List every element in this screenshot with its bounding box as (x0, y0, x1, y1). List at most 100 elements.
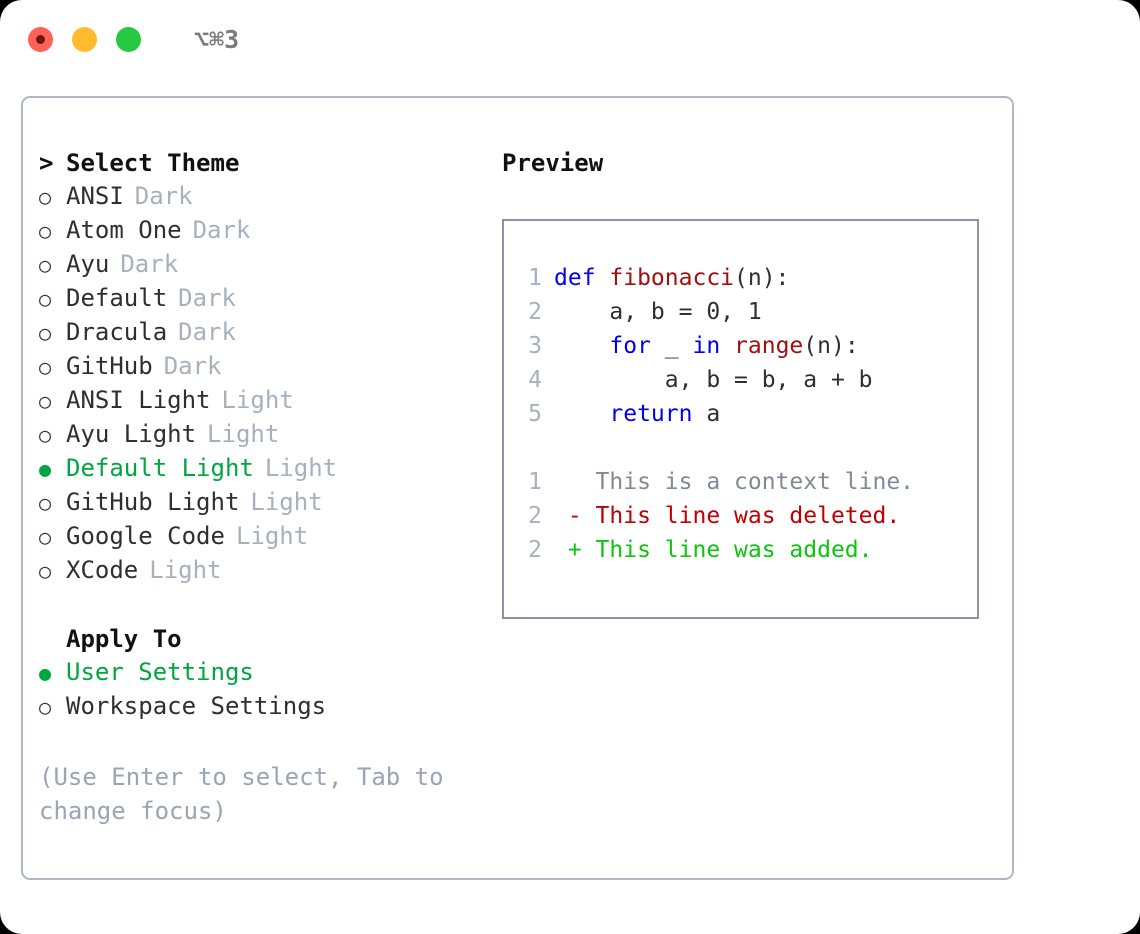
code-token: (n): (734, 265, 790, 291)
theme-variant-label: Dark (134, 182, 193, 210)
apply-to-item-label: User Settings (66, 658, 254, 686)
diff-line: 1 This is a context line. (518, 469, 977, 503)
code-token: range (734, 333, 804, 359)
preview-title: Preview (502, 149, 604, 177)
theme-name-label: Default (66, 284, 168, 312)
theme-name-label: Ayu (66, 250, 110, 278)
radio-unselected-icon[interactable]: ○ (39, 287, 52, 311)
theme-list-item[interactable]: ○ Ayu Light Light (39, 418, 479, 452)
radio-unselected-icon[interactable]: ○ (39, 253, 52, 277)
code-token: in (692, 333, 735, 359)
apply-to-item[interactable]: ○ Workspace Settings (39, 690, 479, 724)
radio-unselected-icon[interactable]: ○ (39, 695, 52, 719)
keyboard-hint-text: (Use Enter to select, Tab to change focu… (39, 763, 459, 825)
radio-selected-icon[interactable]: ● (39, 661, 52, 685)
theme-list-item[interactable]: ○ Google Code Light (39, 520, 479, 554)
diff-line: 2 - This line was deleted. (518, 503, 977, 537)
apply-to-list: ·Apply To ● User Settings ○ Workspace Settin… (39, 622, 479, 724)
line-number: 2 (528, 299, 542, 325)
theme-name-label: Ayu Light (66, 420, 197, 448)
code-token (554, 333, 609, 359)
radio-unselected-icon[interactable]: ○ (39, 525, 52, 549)
theme-variant-label: Light (149, 556, 222, 584)
minimize-button[interactable] (72, 26, 97, 52)
diff-line: 2 + This line was added. (518, 537, 977, 571)
code-token: This is a context line. (554, 469, 915, 495)
radio-unselected-icon[interactable]: ○ (39, 491, 52, 515)
keyboard-shortcut-label: ⌥⌘3 (194, 24, 240, 54)
window-controls (28, 26, 141, 52)
line-number: 1 (528, 469, 542, 495)
line-number: 4 (528, 367, 542, 393)
theme-variant-label: Light (235, 522, 309, 550)
diff-sample: 1 This is a context line.2 - This line w… (518, 469, 977, 571)
title-bar: ⌥⌘3 (0, 0, 1140, 78)
theme-name-label: Default Light (66, 454, 254, 482)
code-token: _ (650, 333, 693, 359)
theme-name-label: Google Code (66, 522, 225, 550)
radio-unselected-icon[interactable]: ○ (39, 185, 52, 209)
code-token: a, b = 0, 1 (554, 299, 762, 325)
apply-to-item[interactable]: ● User Settings (39, 656, 479, 690)
close-button[interactable] (28, 26, 53, 52)
theme-list-item[interactable]: ○ XCode Light (39, 554, 479, 588)
line-number: 2 (528, 537, 542, 563)
code-token: a, b = b, a + b (554, 367, 873, 393)
radio-unselected-icon[interactable]: ○ (39, 355, 52, 379)
line-number: 2 (528, 503, 542, 529)
code-token: - This line was deleted. (554, 503, 901, 529)
theme-variant-label: Dark (192, 216, 251, 244)
radio-unselected-icon[interactable]: ○ (39, 219, 52, 243)
theme-variant-label: Light (207, 420, 280, 448)
line-number: 3 (528, 333, 542, 359)
apply-to-item-label: Workspace Settings (66, 692, 327, 720)
code-token: for (609, 333, 651, 359)
theme-variant-label: Light (250, 488, 323, 516)
radio-unselected-icon[interactable]: ○ (39, 321, 52, 345)
radio-unselected-icon[interactable]: ○ (39, 423, 52, 447)
code-line: 3 for _ in range(n): (518, 333, 977, 367)
radio-selected-icon[interactable]: ● (39, 457, 52, 481)
apply-to-header-spacer: · (39, 622, 66, 656)
theme-list-header-label: Select Theme (66, 149, 240, 177)
apply-to-header: ·Apply To (39, 622, 479, 656)
list-spacer (39, 588, 479, 622)
maximize-button[interactable] (116, 26, 141, 52)
theme-variant-label: Dark (178, 318, 236, 346)
theme-list-item[interactable]: ○ Dracula Dark (39, 316, 479, 350)
line-number: 1 (528, 265, 542, 291)
theme-variant-label: Dark (163, 352, 222, 380)
theme-list-item[interactable]: ○ GitHub Dark (39, 350, 479, 384)
code-token: + This line was added. (554, 537, 873, 563)
code-token: (n): (803, 333, 859, 359)
theme-list-item[interactable]: ○ ANSI Dark (39, 180, 479, 214)
line-number: 5 (528, 401, 542, 427)
theme-name-label: GitHub (66, 352, 153, 380)
caret-icon: > (39, 149, 54, 177)
theme-list-item[interactable]: ○ Ayu Dark (39, 248, 479, 282)
theme-name-label: GitHub Light (66, 488, 240, 516)
code-token (554, 401, 609, 427)
theme-list-header: > Select Theme (39, 146, 479, 180)
code-line: 2 a, b = 0, 1 (518, 299, 977, 333)
code-line: 5 return a (518, 401, 977, 435)
code-token: fibonacci (609, 265, 735, 291)
theme-name-label: Dracula (66, 318, 168, 346)
theme-list-item[interactable]: ○ GitHub Light Light (39, 486, 479, 520)
code-token: return (609, 401, 693, 427)
theme-variant-label: Dark (120, 250, 179, 278)
theme-name-label: XCode (66, 556, 139, 584)
theme-name-label: ANSI (66, 182, 124, 210)
radio-unselected-icon[interactable]: ○ (39, 559, 52, 583)
radio-unselected-icon[interactable]: ○ (39, 389, 52, 413)
